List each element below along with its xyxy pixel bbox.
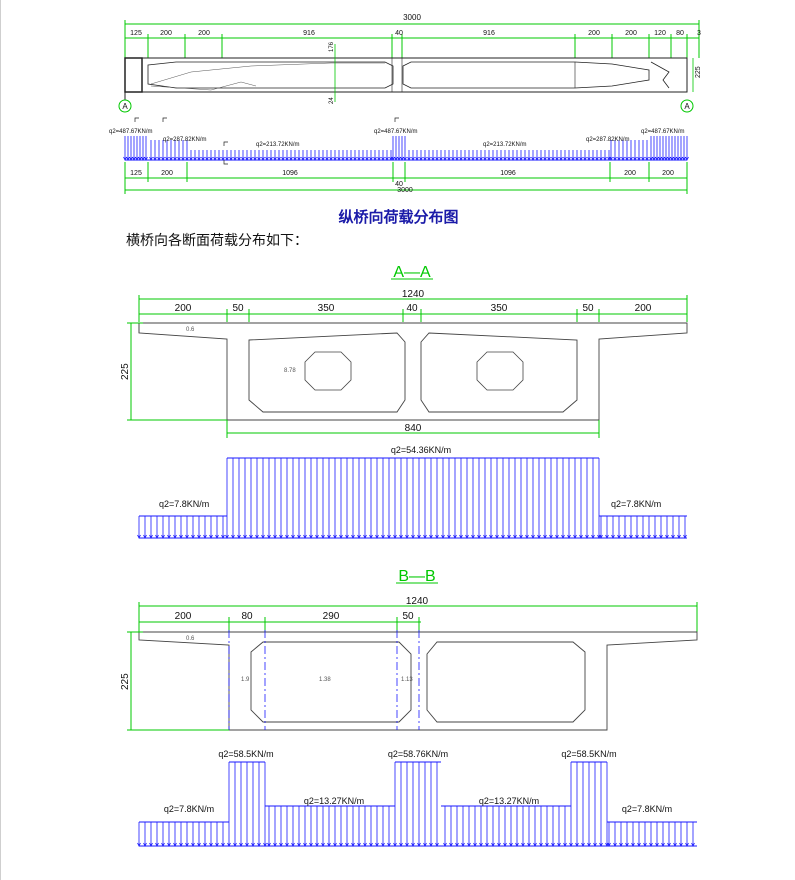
section-a-label: A—A [393, 264, 431, 281]
long-load-4: q2=487.67KN/m [374, 129, 418, 135]
section-b-dim-1: 200 [175, 611, 192, 622]
dim-bot-7: 200 [662, 170, 674, 177]
section-b-note-1: 1.9 [241, 677, 250, 683]
vert-dim-bot: 24 [329, 97, 335, 104]
section-a-a: A—A 1240 200 50 350 40 350 50 200 0.6 8.… [120, 264, 688, 539]
section-a-load-left: q2=7.8KN/m [159, 499, 209, 509]
pier-label-right: A [684, 102, 690, 111]
section-a-total: 1240 [402, 289, 425, 300]
long-load-5: q2=213.72KN/m [483, 142, 527, 148]
long-load-2: q2=287.82KN/m [163, 137, 207, 143]
section-a-load-right: q2=7.8KN/m [611, 499, 661, 509]
section-a-dim-5: 350 [491, 303, 508, 314]
section-a-dim-6: 50 [582, 303, 594, 314]
dim-top-5: 40 [395, 30, 403, 37]
dim-top-4: 916 [303, 30, 315, 37]
dim-bot-1: 125 [130, 170, 142, 177]
longitudinal-load-diagram: q2=487.67KN/m q2=287.82KN/m q2=213.72KN/… [109, 117, 689, 194]
section-a-load-center: q2=54.36KN/m [391, 445, 451, 455]
dim-bot-4: 40 [395, 181, 403, 188]
dim-bot-5: 1096 [500, 170, 516, 177]
section-b-load-7: q2=7.8KN/m [622, 804, 672, 814]
dim-top-6: 916 [483, 30, 495, 37]
section-b-b: B—B 1240 200 80 290 50 0.6 1.9 1.38 1.13… [120, 568, 698, 847]
dim-bot-6: 200 [624, 170, 636, 177]
long-load-6: q2=287.82KN/m [586, 137, 630, 143]
dim-bot-3: 1096 [282, 170, 298, 177]
section-b-total: 1240 [406, 596, 429, 607]
section-a-dim-3: 350 [318, 303, 335, 314]
longitudinal-elevation: 3000 125 200 200 916 40 916 200 200 120 … [118, 13, 702, 113]
vert-dim-top: 176 [329, 41, 335, 52]
section-b-slab: 0.6 [186, 636, 195, 642]
pier-label-left: A [122, 102, 128, 111]
longitudinal-load-caption: 纵桥向荷载分布图 [338, 208, 459, 226]
total-length-top: 3000 [403, 13, 421, 22]
section-b-load-6: q2=13.27KN/m [479, 796, 539, 806]
dim-top-10: 80 [676, 30, 684, 37]
section-a-note: 8.78 [284, 368, 296, 374]
long-load-3: q2=213.72KN/m [256, 142, 300, 148]
section-b-dim-4: 50 [402, 611, 414, 622]
section-a-dim-1: 200 [175, 303, 192, 314]
section-b-note-2: 1.38 [319, 677, 331, 683]
section-b-load-4: q2=7.8KN/m [164, 804, 214, 814]
section-b-load-2: q2=58.76KN/m [388, 749, 448, 759]
section-b-label: B—B [398, 568, 435, 585]
dim-top-11: 3 [697, 30, 701, 37]
section-a-dim-2: 50 [232, 303, 244, 314]
total-length-bottom: 3000 [397, 187, 413, 194]
section-a-height: 225 [120, 363, 131, 380]
dim-bot-2: 200 [161, 170, 173, 177]
dim-top-7: 200 [588, 30, 600, 37]
dim-top-8: 200 [625, 30, 637, 37]
section-b-load-5: q2=13.27KN/m [304, 796, 364, 806]
section-b-dim-2: 80 [241, 611, 253, 622]
section-a-slab: 0.6 [186, 327, 195, 333]
long-load-7: q2=487.67KN/m [641, 129, 685, 135]
dim-top-1: 125 [130, 30, 142, 37]
dim-top-2: 200 [160, 30, 172, 37]
section-b-note-3: 1.13 [401, 677, 413, 683]
dim-top-3: 200 [198, 30, 210, 37]
section-a-dim-4: 40 [406, 303, 418, 314]
long-load-1: q2=487.67KN/m [109, 129, 153, 135]
section-b-load-3: q2=58.5KN/m [561, 749, 616, 759]
intro-text: 横桥向各断面荷载分布如下： [126, 233, 308, 249]
section-a-bottom-width: 840 [405, 423, 422, 434]
dim-top-9: 120 [654, 30, 666, 37]
section-a-dim-7: 200 [635, 303, 652, 314]
section-b-height: 225 [120, 673, 131, 690]
section-b-dim-3: 290 [323, 611, 340, 622]
height-dim: 225 [695, 66, 702, 78]
section-b-load-1: q2=58.5KN/m [218, 749, 273, 759]
